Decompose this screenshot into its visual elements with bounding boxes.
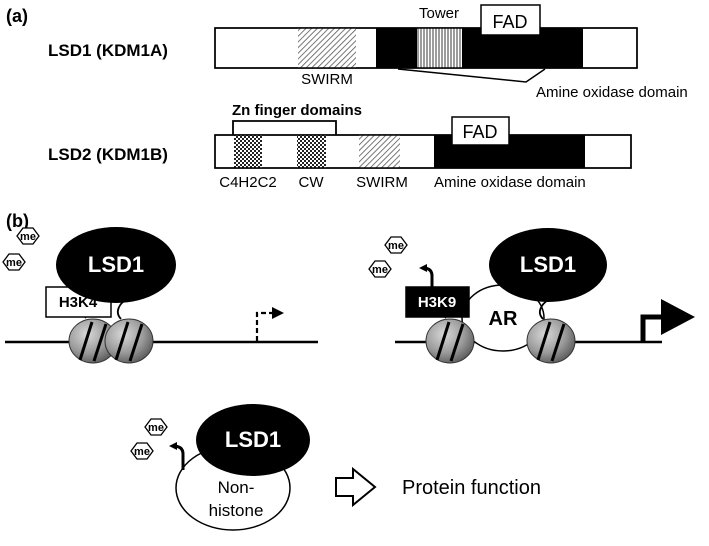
lsd1-domain-bar <box>214 4 638 69</box>
outcome-arrow <box>335 466 377 508</box>
repressed-tss-arrowhead <box>272 307 284 319</box>
lsd2-c4h2c2-domain <box>234 135 262 168</box>
methyl-label: me <box>372 264 388 276</box>
active-tss-arrow <box>640 314 662 341</box>
lsd2-zn-label: Zn finger domains <box>232 102 362 119</box>
lsd2-zn-bracket <box>232 120 337 136</box>
ar-label: AR <box>489 308 518 330</box>
panel-b-label: (b) <box>6 211 29 231</box>
protein-function-label: Protein function <box>402 477 541 499</box>
lsd1-right-label: LSD1 <box>520 252 576 277</box>
h3k4-demethylation-scheme <box>2 227 318 364</box>
methyl-hexagon <box>144 418 168 436</box>
lsd1-enzyme-bottom <box>196 404 310 476</box>
nucleosome <box>425 318 475 364</box>
methyl-label: me <box>6 257 22 269</box>
h3k9-mark-box <box>405 286 470 318</box>
lsd2-domain-bar <box>214 116 632 169</box>
h3k9-demethylation-scheme <box>368 228 695 364</box>
repressed-tss-arrow <box>255 311 272 341</box>
lsd2-swirm-label: SWIRM <box>356 174 408 191</box>
panel-a-label: (a) <box>6 6 28 26</box>
nucleosome <box>68 318 118 364</box>
lsd1-left-label: LSD1 <box>88 252 144 277</box>
methyl-hexagon <box>130 442 154 460</box>
methyl-label: me <box>148 422 164 434</box>
lsd1-amine-domain-left <box>376 28 417 68</box>
lsd1-amine-bracket <box>397 68 546 83</box>
non-histone-demethylation-scheme <box>130 404 377 531</box>
non-histone-label-line2: histone <box>209 501 264 520</box>
nucleosome <box>526 318 576 364</box>
lsd1-enzyme-right <box>489 228 607 302</box>
non-histone-label-line1: Non- <box>218 478 255 497</box>
lsd1-fad-label: FAD <box>492 12 527 32</box>
nucleosome <box>104 318 154 364</box>
methyl-hexagon <box>2 253 26 271</box>
lsd1-swirm-domain <box>298 28 356 68</box>
demethylation-arrow-right <box>419 264 434 288</box>
demethylation-arrow-left <box>60 265 75 288</box>
lsd1-tower-label: Tower <box>419 5 459 22</box>
demethylation-arrow-bottom <box>169 442 185 470</box>
methyl-hexagon <box>368 260 392 278</box>
lsd2-fad-label: FAD <box>462 122 497 142</box>
methyl-hexagon <box>384 236 408 254</box>
lsd2-c4h2c2-label: C4H2C2 <box>219 174 277 191</box>
lsd1-bottom-label: LSD1 <box>225 427 281 452</box>
h3k4-label: H3K4 <box>59 294 98 311</box>
lsd1-swirm-label: SWIRM <box>301 71 353 88</box>
lsd2-cw-domain <box>297 135 326 168</box>
lsd2-swirm-domain <box>359 135 400 168</box>
methyl-label: me <box>20 231 36 243</box>
lsd2-cw-label: CW <box>299 174 325 191</box>
methyl-label: me <box>134 446 150 458</box>
lsd1-enzyme-left <box>56 227 176 303</box>
lsd1-tower-domain <box>417 28 462 68</box>
active-tss-arrowhead <box>661 299 695 335</box>
lsd1-name: LSD1 (KDM1A) <box>48 41 168 60</box>
lsd1-amine-label: Amine oxidase domain <box>536 84 688 101</box>
lsd2-name: LSD2 (KDM1B) <box>48 145 168 164</box>
methyl-hexagon <box>16 227 40 245</box>
lsd2-fad-box <box>451 116 510 146</box>
lsd2-amine-label: Amine oxidase domain <box>434 174 586 191</box>
h3k9-label: H3K9 <box>418 294 456 311</box>
lsd1-fad-box <box>480 4 541 36</box>
methyl-label: me <box>388 240 404 252</box>
